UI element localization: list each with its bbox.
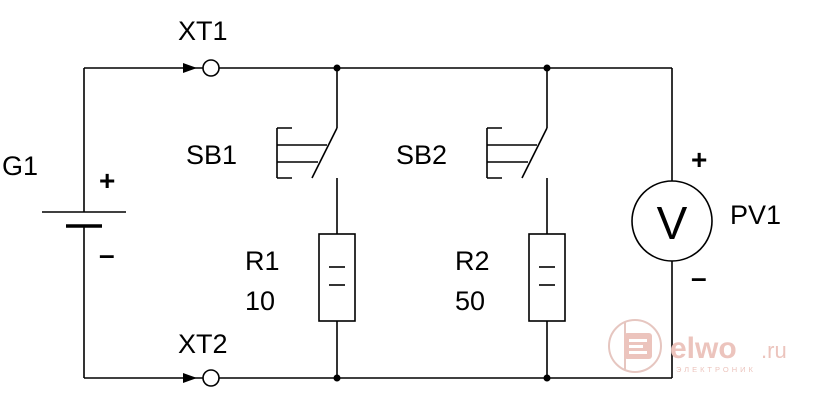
- push-button-sb1: SB1: [186, 127, 338, 179]
- resistor-r1: R1 10: [245, 233, 356, 322]
- junction-dot: [333, 64, 341, 72]
- battery-plus-sign: +: [99, 165, 115, 196]
- terminal-xt1-arrow: [183, 63, 197, 73]
- sb1-actuator: [276, 127, 327, 179]
- sb1-contact: [311, 127, 338, 179]
- terminal-xt2-arrow: [183, 373, 197, 383]
- r2-body: [528, 233, 566, 322]
- wiring: [83, 67, 673, 379]
- sb1-label: SB1: [186, 140, 237, 170]
- terminal-xt1-circle: [202, 59, 220, 77]
- watermark-emblem-icon: [608, 319, 662, 373]
- voltmeter-minus-sign: –: [691, 262, 707, 293]
- watermark-brand-tld: .ru: [761, 338, 787, 363]
- r2-label: R2: [455, 246, 490, 276]
- terminal-xt2-label: XT2: [178, 329, 228, 359]
- voltmeter-pv1: V PV1 + –: [631, 144, 781, 293]
- voltmeter-plus-sign: +: [691, 144, 707, 175]
- r1-body: [318, 233, 356, 322]
- battery-minus-sign: –: [99, 239, 115, 270]
- voltmeter-label: PV1: [730, 200, 781, 230]
- sb2-contact: [521, 127, 548, 179]
- resistor-r2: R2 50: [455, 233, 566, 322]
- junction-dot: [333, 374, 341, 382]
- terminal-xt1: XT1: [178, 16, 228, 77]
- watermark-logo: elwo .ru ЭЛЕКТРОНИК: [608, 319, 787, 374]
- watermark-brand: elwo: [670, 332, 737, 365]
- watermark-subtitle: ЭЛЕКТРОНИК: [676, 365, 756, 374]
- junction-dot: [543, 64, 551, 72]
- push-button-sb2: SB2: [396, 127, 548, 179]
- battery-g1: G1 + –: [2, 151, 126, 270]
- junction-dot: [543, 374, 551, 382]
- sb2-actuator: [486, 127, 537, 179]
- battery-label: G1: [2, 151, 38, 181]
- terminal-xt2: XT2: [178, 329, 228, 387]
- r2-value: 50: [455, 286, 485, 316]
- terminal-xt1-label: XT1: [178, 16, 228, 46]
- voltmeter-symbol: V: [657, 197, 688, 249]
- r1-label: R1: [245, 246, 280, 276]
- junctions: [333, 64, 551, 382]
- sb2-label: SB2: [396, 140, 447, 170]
- terminal-xt2-circle: [202, 369, 220, 387]
- r1-value: 10: [245, 286, 275, 316]
- voltmeter-circle: [631, 180, 713, 262]
